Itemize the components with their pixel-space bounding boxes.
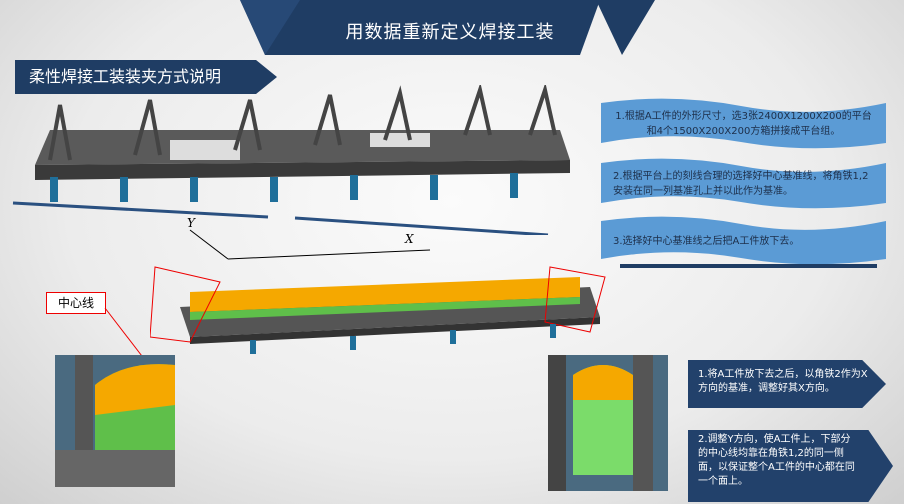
header-banner xyxy=(240,0,655,55)
centerline-callout: 中心线 xyxy=(46,292,106,314)
note-2-text: 2.调整Y方向，使A工件上，下部分的中心线均靠在角铁1,2的同一侧面，以保证整个… xyxy=(698,434,855,487)
axis-arrows xyxy=(189,229,431,260)
step-3-text: 3.选择好中心基准线之后把A工件放下去。 xyxy=(613,235,800,247)
note-2: 2.调整Y方向，使A工件上，下部分的中心线均靠在角铁1,2的同一侧面，以保证整个… xyxy=(688,430,893,502)
note-1: 1.将A工件放下去之后，以角铁2作为X方向的基准，调整好其X方向。 xyxy=(688,360,886,408)
detail-image-right xyxy=(548,355,668,491)
step-1-text: 1.根据A工件的外形尺寸，选3张2400X1200X200的平台和4个1500X… xyxy=(615,111,872,137)
note-1-text: 1.将A工件放下去之后，以角铁2作为X方向的基准，调整好其X方向。 xyxy=(698,369,868,394)
step-3: 3.选择好中心基准线之后把A工件放下去。 xyxy=(601,216,886,266)
step-2-text: 2.根据平台上的刻线合理的选择好中心基准线，将角铁1,2安装在同一列基准孔上并以… xyxy=(613,171,869,197)
divider xyxy=(620,264,877,268)
workpiece-on-platform-image xyxy=(150,266,606,354)
x-axis-label: X xyxy=(405,232,414,246)
section-title: 柔性焊接工装装夹方式说明 xyxy=(15,60,277,94)
page-title: 用数据重新定义焊接工装 xyxy=(345,22,555,43)
y-axis-label: Y xyxy=(187,216,195,230)
detail-image-left xyxy=(55,355,175,487)
step-1: 1.根据A工件的外形尺寸，选3张2400X1200X200的平台和4个1500X… xyxy=(601,98,886,150)
callout-line xyxy=(104,307,146,360)
platform-image xyxy=(12,85,570,235)
step-2: 2.根据平台上的刻线合理的选择好中心基准线，将角铁1,2安装在同一列基准孔上并以… xyxy=(601,158,886,210)
